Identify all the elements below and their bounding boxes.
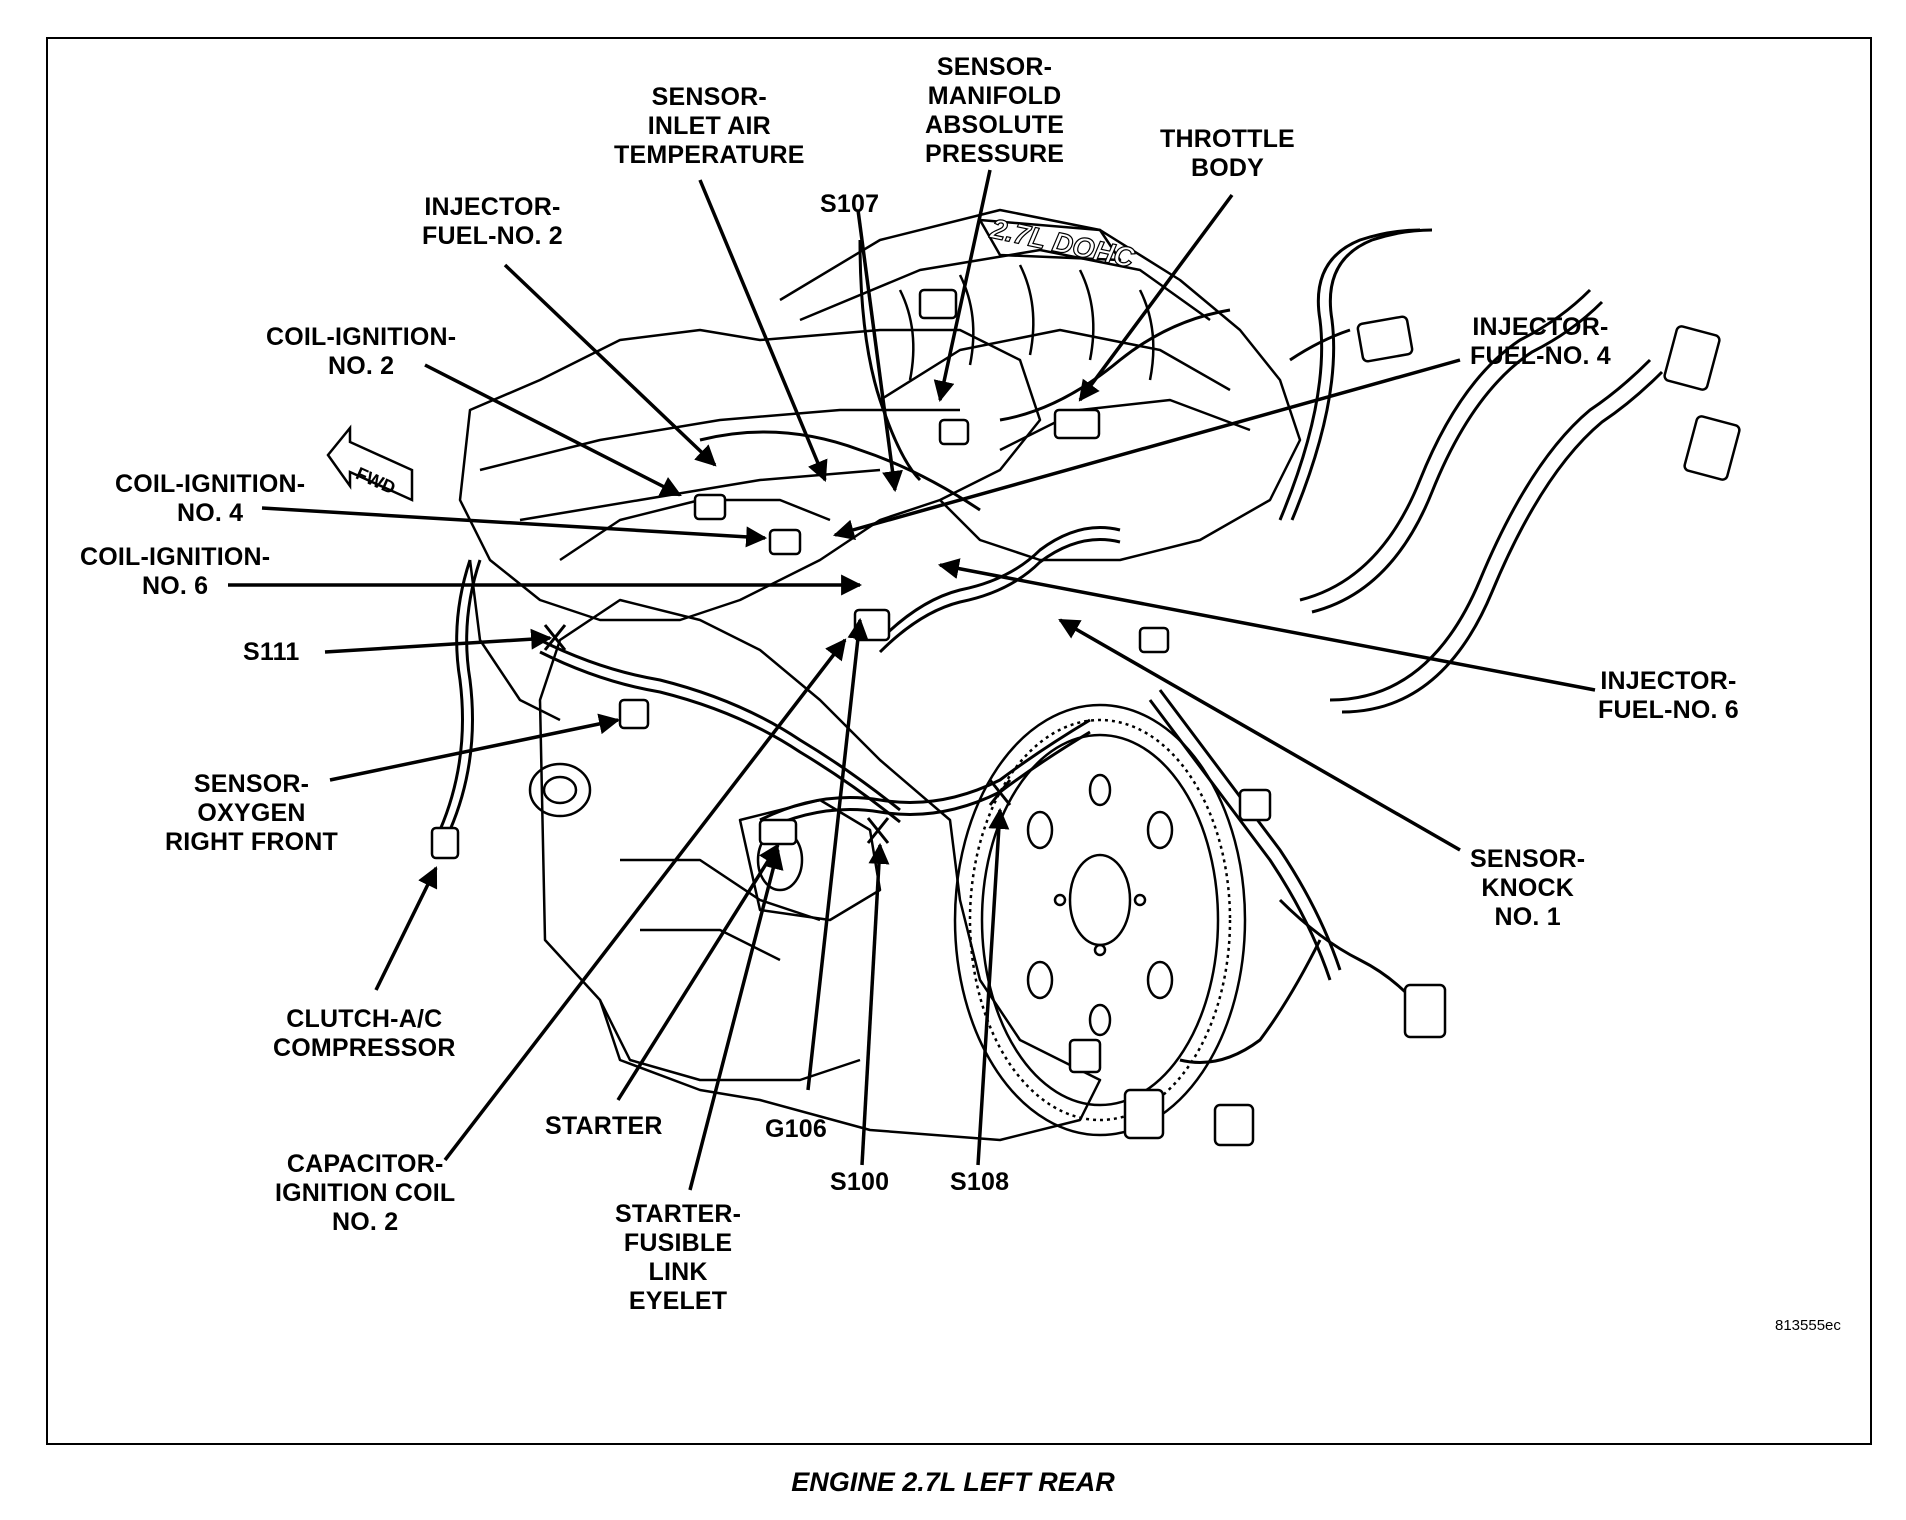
label-starter: STARTER [545, 1112, 663, 1140]
engine-block-drawing [458, 208, 1302, 1142]
label-sensor-oxygen-right-front: SENSOR- OXYGEN RIGHT FRONT [165, 770, 339, 856]
label-sensor-manifold-absolute-pressure: SENSOR- MANIFOLD ABSOLUTE PRESSURE [925, 53, 1065, 168]
leader-throttle-body [1078, 193, 1234, 402]
leader-injector-fuel-2 [503, 263, 717, 467]
leader-s107 [856, 209, 903, 493]
label-sensor-inlet-air-temperature: SENSOR- INLET AIR TEMPERATURE [614, 83, 805, 169]
diagram-caption: ENGINE 2.7L LEFT REAR [791, 1467, 1115, 1497]
figure-id: 813555ec [1775, 1317, 1841, 1334]
leader-capacitor [443, 638, 847, 1162]
label-injector-fuel-no-2: INJECTOR- FUEL-NO. 2 [422, 193, 563, 250]
label-coil-ignition-no-2: COIL-IGNITION- NO. 2 [266, 323, 457, 380]
label-capacitor-ignition-coil-no-2: CAPACITOR- IGNITION COIL NO. 2 [275, 1150, 456, 1236]
label-sensor-knock-no-1: SENSOR- KNOCK NO. 1 [1470, 845, 1586, 931]
label-coil-ignition-no-4: COIL-IGNITION- NO. 4 [115, 470, 306, 527]
leader-sensor-map [933, 169, 992, 403]
label-throttle-body: THROTTLE BODY [1160, 125, 1295, 182]
leader-clutch-ac [374, 866, 438, 991]
leader-injector-fuel-6 [937, 558, 1596, 692]
leader-sensor-oxygen [329, 713, 621, 782]
label-clutch-ac-compressor: CLUTCH-A/C COMPRESSOR [273, 1005, 456, 1062]
leader-g106 [806, 617, 869, 1091]
label-s111: S111 [243, 638, 300, 666]
leader-coil-ignition-2 [424, 363, 682, 497]
leader-s100 [860, 842, 890, 1166]
leader-lines [228, 169, 1596, 1191]
label-s108: S108 [950, 1168, 1010, 1196]
label-g106: G106 [765, 1115, 827, 1143]
wiring-harness-drawing [438, 228, 1664, 1064]
label-s100: S100 [830, 1168, 890, 1196]
leader-sensor-knock [1058, 618, 1461, 852]
label-starter-fusible-link-eyelet: STARTER- FUSIBLE LINK EYELET [615, 1200, 742, 1315]
flexplate-drawing [953, 703, 1247, 1137]
leader-sensor-inlet-air [698, 179, 828, 482]
leader-s108 [976, 807, 1010, 1166]
diagram-frame [46, 37, 1872, 1445]
leader-injector-fuel-4 [832, 358, 1461, 541]
harness-connectors [430, 288, 1741, 1147]
label-injector-fuel-no-4: INJECTOR- FUEL-NO. 4 [1470, 313, 1611, 370]
leader-coil-ignition-4 [261, 506, 768, 548]
label-s107: S107 [820, 190, 880, 218]
leader-starter [616, 843, 780, 1101]
label-injector-fuel-no-6: INJECTOR- FUEL-NO. 6 [1598, 667, 1739, 724]
fwd-direction-arrow [326, 424, 414, 502]
leader-s111 [324, 628, 553, 654]
label-coil-ignition-no-6: COIL-IGNITION- NO. 6 [80, 543, 271, 600]
leader-starter-fusible [688, 847, 784, 1191]
